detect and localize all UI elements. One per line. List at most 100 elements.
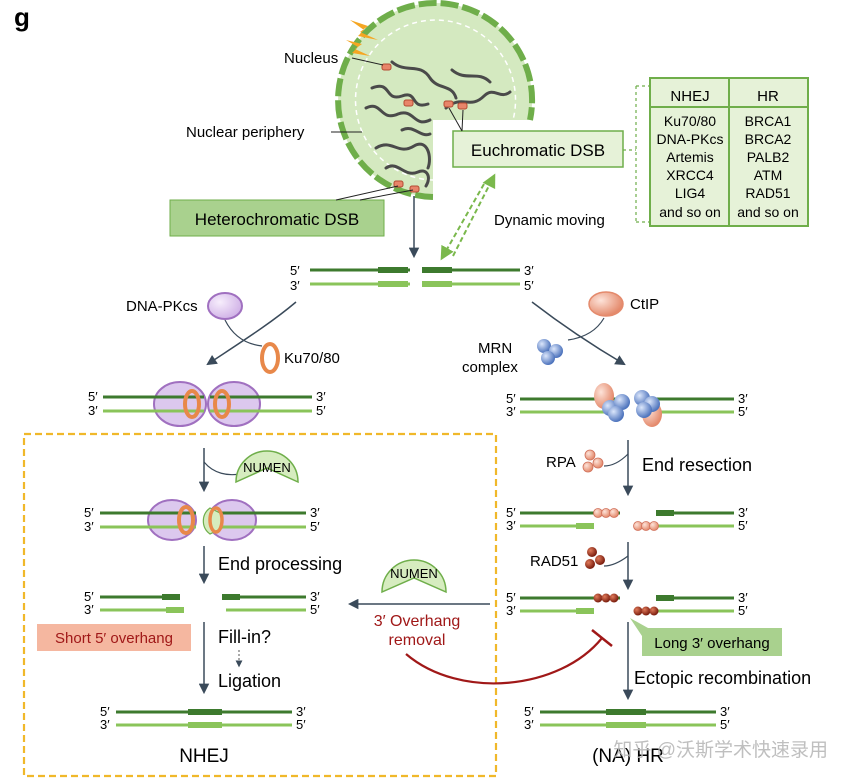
table-cell: Ku70/80	[664, 113, 716, 129]
repair-factor-table: NHEJ HR Ku70/80 DNA-PKcs Artemis XRCC4 L…	[649, 77, 809, 227]
five-prime-label: 5′	[506, 505, 516, 520]
three-prime-label: 3′	[84, 519, 94, 534]
long-overhang-callout	[630, 618, 782, 656]
ligation-label: Ligation	[218, 671, 281, 691]
euchromatic-dsb-box	[452, 130, 624, 168]
five-prime-label: 5′	[738, 518, 748, 533]
nuclear-periphery-label: Nuclear periphery	[186, 124, 305, 141]
dna-processed	[100, 594, 306, 613]
lightning-icon	[350, 20, 378, 40]
table-cell: BRCA1	[745, 113, 792, 129]
table-cell: Artemis	[666, 149, 713, 165]
five-prime-label: 5′	[720, 717, 730, 732]
numen-middle-label: NUMEN	[390, 566, 438, 581]
mrn-label-line2: complex	[462, 359, 518, 376]
mrn-complex-protein	[537, 339, 563, 365]
five-prime-label: 5′	[524, 278, 534, 293]
five-prime-label: 5′	[84, 589, 94, 604]
three-prime-label: 3′	[720, 704, 730, 719]
rpa-label: RPA	[546, 454, 576, 471]
three-prime-label: 3′	[738, 391, 748, 406]
broken-dna-top	[310, 267, 520, 287]
euchromatic-dsb-label: Euchromatic DSB	[471, 141, 605, 160]
three-prime-label: 3′	[506, 518, 516, 533]
three-prime-label: 3′	[738, 590, 748, 605]
table-header-hr: HR	[757, 88, 779, 105]
heterochromatic-dsb-label: Heterochromatic DSB	[195, 210, 359, 229]
three-prime-label: 3′	[524, 717, 534, 732]
three-prime-label: 3′	[310, 505, 320, 520]
dna-repaired-hr	[540, 709, 716, 728]
dna-pkcs-label: DNA-PKcs	[126, 298, 198, 315]
five-prime-label: 5′	[100, 704, 110, 719]
long-overhang-label: Long 3′ overhang	[654, 635, 769, 652]
ku70-80-label: Ku70/80	[284, 350, 340, 367]
dna-rpa-coated	[520, 508, 734, 531]
three-prime-label: 3′	[100, 717, 110, 732]
five-prime-label: 5′	[738, 603, 748, 618]
lightning-icon	[346, 40, 370, 56]
three-prime-label: 3′	[738, 505, 748, 520]
three-prime-label: 3′	[310, 589, 320, 604]
overhang-removal-line2: removal	[389, 632, 446, 649]
table-cell: XRCC4	[666, 167, 714, 183]
five-prime-label: 5′	[316, 403, 326, 418]
five-prime-label: 5′	[524, 704, 534, 719]
five-prime-label: 5′	[296, 717, 306, 732]
table-cell: and so on	[737, 204, 799, 220]
dna-repaired-nhej	[116, 709, 292, 728]
hr-title: (NA) HR	[592, 746, 664, 767]
nhej-dashed-box	[22, 432, 498, 778]
five-prime-label: 5′	[290, 263, 300, 278]
overhang-removal-line1: 3′ Overhang	[374, 613, 461, 630]
three-prime-label: 3′	[524, 263, 534, 278]
numen-protein-middle	[381, 559, 447, 594]
five-prime-label: 5′	[506, 391, 516, 406]
ctip-label: CtIP	[630, 296, 659, 313]
short-overhang-box	[37, 624, 191, 651]
five-prime-label: 5′	[738, 404, 748, 419]
three-prime-label: 3′	[296, 704, 306, 719]
dna-ku-complex	[103, 381, 312, 427]
five-prime-label: 5′	[506, 590, 516, 605]
rpa-protein	[582, 449, 604, 473]
table-cell: PALB2	[747, 149, 790, 165]
three-prime-label: 3′	[506, 404, 516, 419]
table-cell: RAD51	[745, 185, 790, 201]
watermark: 知乎 @沃斯学术快速录用	[613, 739, 828, 761]
nucleus-diagram	[335, 0, 536, 200]
five-prime-label: 5′	[310, 602, 320, 617]
table-cell: BRCA2	[745, 131, 792, 147]
numen-label: NUMEN	[243, 460, 291, 475]
ectopic-recombination-label: Ectopic recombination	[634, 668, 811, 688]
rad51-protein	[585, 547, 605, 569]
three-prime-label: 3′	[84, 602, 94, 617]
five-prime-label: 5′	[88, 389, 98, 404]
table-cell: DNA-PKcs	[657, 131, 724, 147]
end-processing-label: End processing	[218, 554, 342, 574]
ku70-80-ring	[260, 342, 280, 374]
table-cell: LIG4	[675, 185, 706, 201]
short-overhang-label: Short 5′ overhang	[55, 630, 173, 647]
three-prime-label: 3′	[316, 389, 326, 404]
dna-pkcs-protein	[207, 292, 243, 320]
rad51-label: RAD51	[530, 553, 578, 570]
dna-rad51-coated	[520, 593, 734, 616]
three-prime-label: 3′	[506, 603, 516, 618]
inhibition-arc	[405, 637, 603, 685]
table-header-nhej: NHEJ	[670, 88, 709, 105]
three-prime-label: 3′	[88, 403, 98, 418]
fill-in-label: Fill-in?	[218, 627, 271, 647]
dna-mrn-complex	[520, 383, 734, 427]
table-cell: ATM	[754, 167, 783, 183]
table-cell: and so on	[659, 204, 721, 220]
dynamic-moving-label: Dynamic moving	[494, 212, 605, 229]
panel-letter: g	[14, 2, 30, 32]
heterochromatic-dsb-box	[169, 199, 385, 237]
five-prime-label: 5′	[84, 505, 94, 520]
mrn-label-line1: MRN	[478, 340, 512, 357]
dna-numen-complex	[100, 499, 306, 541]
end-resection-label: End resection	[642, 455, 752, 475]
ctip-protein	[588, 291, 624, 317]
numen-protein	[235, 450, 299, 484]
